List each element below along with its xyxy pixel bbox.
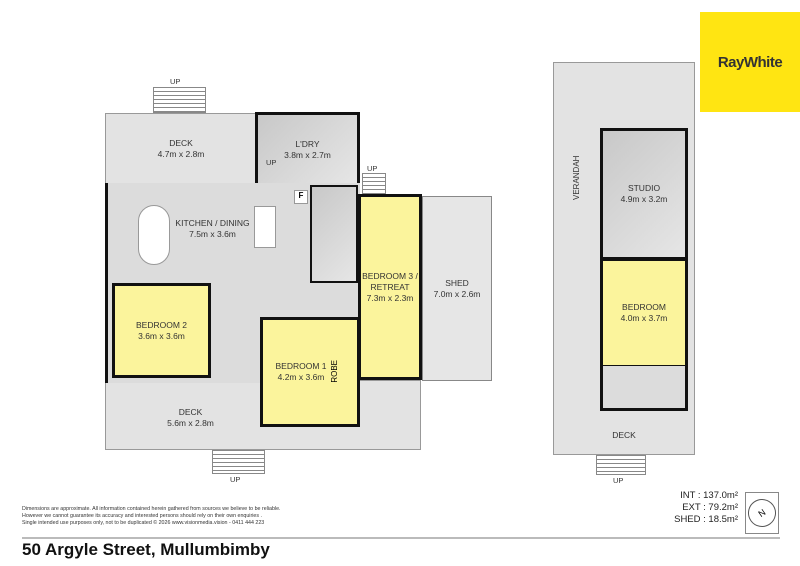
room-studio-bathroom bbox=[600, 366, 688, 411]
room-name-2: RETREAT bbox=[370, 281, 410, 292]
room-dims: 3.6m x 3.6m bbox=[138, 330, 185, 341]
room-deck-studio: DECK bbox=[553, 420, 695, 450]
room-dims: 5.6m x 2.8m bbox=[167, 418, 214, 428]
room-bedroom-2: BEDROOM 2 3.6m x 3.6m bbox=[112, 283, 211, 378]
property-address: 50 Argyle Street, Mullumbimby bbox=[22, 540, 270, 559]
room-studio: STUDIO 4.9m x 3.2m bbox=[600, 128, 688, 260]
raywhite-logo: RayWhite bbox=[700, 12, 800, 112]
up-label: UP bbox=[266, 158, 277, 167]
room-dims: 7.3m x 2.3m bbox=[366, 292, 414, 303]
stairs-side bbox=[362, 173, 386, 195]
disclaimer-line: Single intended use purposes only, not t… bbox=[22, 520, 265, 526]
stairs-top bbox=[153, 87, 206, 113]
room-dims: 4.7m x 2.8m bbox=[157, 149, 205, 159]
stairs-bottom bbox=[212, 450, 265, 474]
compass-icon: N bbox=[742, 492, 782, 534]
main-house: UP DECK 4.7m x 2.8m L'DRY 3.8m x 2.7m UP… bbox=[105, 77, 492, 484]
logo-text: RayWhite bbox=[717, 53, 783, 71]
kitchen-island bbox=[254, 206, 276, 248]
compass-north: N bbox=[742, 493, 782, 533]
room-deck-top: DECK 4.7m x 2.8m bbox=[105, 113, 257, 185]
room-kitchen: KITCHEN / DINING 7.5m x 3.6m bbox=[170, 215, 255, 243]
verandah-label: VERANDAH bbox=[572, 155, 581, 200]
room-name: BEDROOM 3 / bbox=[362, 270, 418, 281]
up-label: UP bbox=[613, 476, 624, 485]
disclaimer-line: Dimensions are approximate. All informat… bbox=[22, 506, 281, 512]
room-dims: 4.2m x 3.6m bbox=[277, 372, 325, 382]
room-dims: 4.9m x 3.2m bbox=[620, 194, 668, 204]
room-bedroom-3: BEDROOM 3 / RETREAT 7.3m x 2.3m bbox=[358, 194, 422, 380]
up-label: UP bbox=[367, 164, 378, 173]
room-laundry: L'DRY 3.8m x 2.7m bbox=[255, 112, 360, 187]
area-summary: INT : 137.0m² EXT : 79.2m² SHED : 18.5m² bbox=[674, 490, 738, 526]
disclaimer: Dimensions are approximate. All informat… bbox=[22, 506, 281, 527]
room-dims: 4.0m x 3.7m bbox=[620, 313, 668, 323]
room-bedroom-1: BEDROOM 1 4.2m x 3.6m bbox=[260, 317, 360, 427]
room-name: L'DRY bbox=[295, 138, 320, 149]
fridge: F bbox=[294, 190, 308, 204]
area-ext: EXT : 79.2m² bbox=[682, 502, 738, 513]
room-name: DECK bbox=[178, 407, 203, 417]
dining-table bbox=[138, 205, 170, 265]
area-shed: SHED : 18.5m² bbox=[674, 514, 738, 525]
room-dims: 3.8m x 2.7m bbox=[284, 149, 331, 160]
room-name: BEDROOM bbox=[622, 302, 666, 312]
disclaimer-line: However we cannot guarantee its accuracy… bbox=[22, 513, 262, 519]
area-int: INT : 137.0m² bbox=[680, 490, 738, 501]
up-label: UP bbox=[230, 475, 241, 484]
up-label: UP bbox=[170, 77, 181, 86]
footer-divider bbox=[22, 537, 780, 539]
room-bathroom bbox=[310, 185, 358, 283]
room-name: DECK bbox=[612, 429, 636, 440]
room-name: BEDROOM 2 bbox=[135, 319, 187, 330]
room-studio-bedroom: BEDROOM 4.0m x 3.7m bbox=[600, 258, 688, 368]
robe-label: ROBE bbox=[330, 360, 339, 383]
room-name: KITCHEN / DINING bbox=[175, 218, 250, 228]
room-name: BEDROOM 1 bbox=[275, 361, 327, 371]
room-name: STUDIO bbox=[627, 183, 661, 193]
room-name: SHED bbox=[445, 277, 469, 288]
room-name: DECK bbox=[169, 138, 193, 148]
room-dims: 7.0m x 2.6m bbox=[433, 288, 481, 299]
room-dims: 7.5m x 3.6m bbox=[189, 229, 236, 239]
stairs-studio bbox=[596, 455, 646, 475]
room-shed: SHED 7.0m x 2.6m bbox=[422, 196, 492, 381]
